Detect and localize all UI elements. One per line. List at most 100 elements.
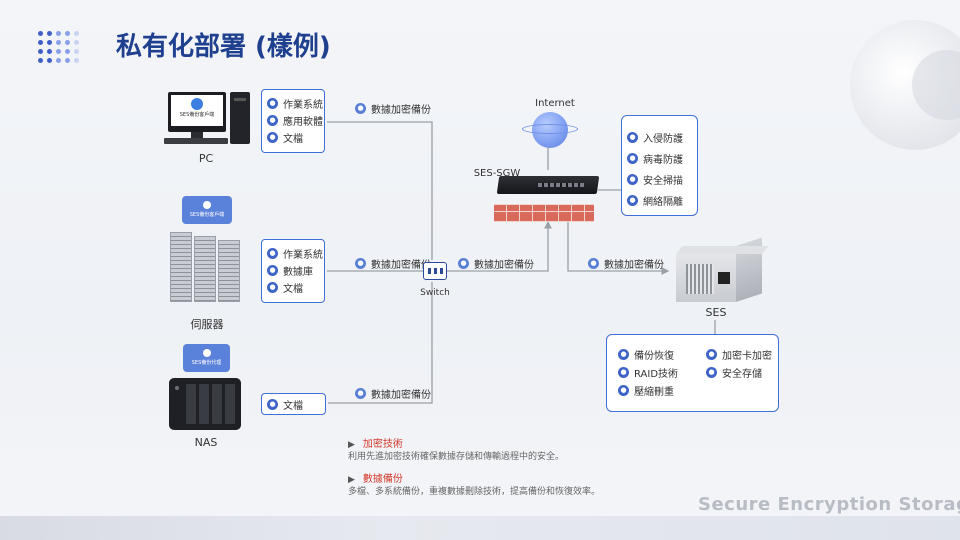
server-data-box: ●作業系統 ● 數據庫 ● 文檔	[261, 239, 325, 303]
dot	[56, 49, 61, 54]
dot	[65, 49, 70, 54]
ses-features-right: ● 加密卡加密 ● 安全存儲	[701, 345, 772, 381]
nas-agent-badge: SES備份代理	[183, 344, 230, 372]
nas-device	[169, 378, 241, 430]
ses-feature-label: 安全存儲	[722, 368, 762, 380]
triangle-icon: ▶	[348, 475, 355, 485]
nas-badge-text: SES備份代理	[191, 360, 222, 366]
list-item-label: 數據庫	[283, 267, 313, 278]
dot	[65, 58, 70, 63]
note-2-title-text: 數據備份	[362, 474, 403, 485]
list-item-label: 文檔	[283, 134, 303, 145]
dot-grid-logo	[38, 31, 82, 67]
list-item-label: 入侵防護	[643, 134, 683, 145]
list-item-label: 文檔	[283, 284, 303, 295]
server-badge-text: SES備份客戶端	[189, 212, 225, 218]
dot	[74, 58, 79, 63]
dot	[56, 31, 61, 36]
shield-icon: ●	[627, 132, 638, 143]
nas-data-box: ● 文檔	[261, 393, 326, 415]
pc-link-text: 數據加密備份	[371, 105, 431, 116]
gateway-device	[496, 172, 600, 202]
dot	[38, 58, 43, 63]
server-badge-icon	[203, 201, 211, 209]
pc-screen-text: SES備份客戶端	[179, 112, 215, 118]
list-item: ●文檔	[262, 129, 324, 146]
note-1-title: ▶ 加密技術	[348, 435, 403, 450]
firewall-icon	[494, 204, 594, 222]
pc-label: PC	[198, 152, 214, 165]
ses-feature-item: ●RAID技術	[613, 363, 678, 381]
list-item: ● 網絡隔離	[622, 190, 697, 211]
feature-icon: ●	[706, 366, 717, 378]
server-label: 伺服器	[190, 318, 224, 331]
list-item: ●作業系統	[262, 95, 324, 112]
dot	[56, 58, 61, 63]
feature-icon: ●	[618, 348, 629, 360]
deco-circle-small	[912, 50, 960, 120]
pc-keyboard	[164, 138, 228, 144]
pc-stand	[191, 132, 203, 138]
bottom-band	[0, 516, 960, 540]
ses-link-text: 數據加密備份	[604, 260, 664, 271]
note-1-body: 利用先進加密技術確保數據存儲和傳輸過程中的安全。	[348, 452, 565, 462]
pc-link-line	[327, 121, 433, 260]
dot	[65, 40, 70, 45]
list-item-label: 安全掃描	[643, 176, 683, 187]
shield-icon: ●	[627, 195, 638, 206]
list-item-label: 應用軟體	[283, 117, 323, 128]
list-item: ● 應用軟體	[262, 112, 324, 129]
ses-feature-item: ● 備份恢復	[613, 345, 678, 363]
feature-icon: ●	[618, 384, 629, 396]
note-1-title-text: 加密技術	[362, 439, 403, 450]
lock-icon: ●	[588, 258, 599, 269]
dot	[56, 40, 61, 45]
dot	[65, 31, 70, 36]
document-icon: ●	[267, 399, 278, 410]
list-item-label: 文檔	[283, 401, 303, 412]
note-2-body: 多檔、多系統備份，重複數據刪除技術，提高備份和恢復效率。	[348, 487, 601, 497]
dot	[74, 31, 79, 36]
feature-icon: ●	[706, 348, 717, 360]
gateway-to-ses-line	[567, 222, 670, 275]
ses-feature-label: 備份恢復	[634, 350, 674, 362]
server-link-text: 數據加密備份	[371, 260, 431, 271]
pc-screen-logo-icon	[191, 98, 203, 110]
server-link-label: ●數據加密備份	[355, 256, 431, 271]
ses-feature-label: 壓縮刪重	[634, 386, 674, 398]
ses-feature-label: 加密卡加密	[722, 350, 772, 362]
list-item-label: 病毒防護	[643, 155, 683, 166]
server-rack	[170, 232, 246, 306]
list-item-label: 作業系統	[283, 250, 323, 261]
dot	[38, 40, 43, 45]
pc-data-box: ●作業系統 ● 應用軟體●文檔	[261, 89, 325, 153]
dot	[74, 40, 79, 45]
rack-unit	[170, 232, 192, 302]
nas-link-line	[328, 282, 433, 404]
watermark-text: Secure Encryption Storage	[698, 494, 960, 515]
lock-icon: ●	[355, 388, 366, 399]
item-icon: ●	[267, 265, 278, 276]
pc-screen: SES備份客戶端	[171, 95, 223, 126]
server-client-badge: SES備份客戶端	[182, 196, 232, 224]
switch-to-gateway-line	[446, 220, 552, 272]
item-icon: ●	[267, 115, 278, 126]
dot	[47, 58, 52, 63]
ses-feature-box: ● 備份恢復●RAID技術 ● 壓縮刪重 ● 加密卡加密 ● 安全存儲	[606, 334, 779, 412]
list-item: ●作業系統	[262, 245, 324, 262]
ses-feature-item: ● 安全存儲	[701, 363, 772, 381]
dot	[47, 31, 52, 36]
rack-unit	[218, 240, 240, 302]
item-icon: ●	[267, 282, 278, 293]
list-item-label: 網絡隔離	[643, 197, 683, 208]
lock-icon: ●	[458, 258, 469, 269]
pc-tower	[230, 92, 250, 144]
nas-label: NAS	[194, 436, 218, 449]
list-item: ● 入侵防護	[622, 127, 697, 148]
pc-device: SES備份客戶端	[164, 92, 252, 154]
ses-device	[676, 237, 769, 304]
list-item: ● 文檔	[262, 279, 324, 296]
dot	[47, 49, 52, 54]
triangle-icon: ▶	[348, 440, 355, 450]
